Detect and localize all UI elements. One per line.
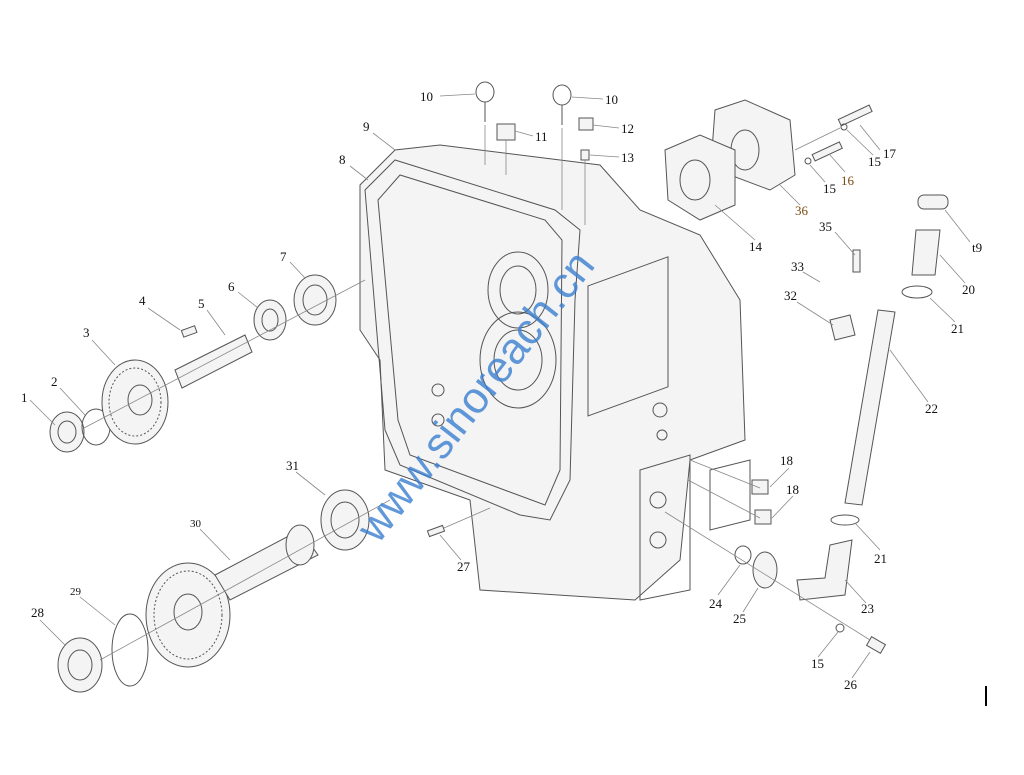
part-label: 23 [861,601,874,616]
part-label: 20 [962,282,975,297]
part-label: 13 [621,150,634,165]
part-label: 1 [21,390,28,405]
part-label: 15 [823,181,836,196]
part-label: 6 [228,279,235,294]
part-label: 32 [784,288,797,303]
text-cursor [985,686,987,706]
lower-shaft-parts [57,489,491,693]
part-label: 10 [605,92,618,107]
part-label: 9 [363,119,370,134]
part-label: 27 [457,559,471,574]
part-label: t9 [972,240,982,255]
part-label: 5 [198,296,205,311]
part-label: 24 [709,596,723,611]
part-label: 10 [420,89,433,104]
part-label: 30 [190,518,202,530]
part-label: 35 [819,219,832,234]
part-label: 15 [868,154,881,169]
part-label: 2 [51,374,58,389]
part-label: 12 [621,121,634,136]
part-label: 17 [883,146,897,161]
upper-shaft-parts [49,274,366,453]
part-label: 16 [841,173,855,188]
part-label: 21 [874,551,887,566]
part-label: 15 [811,656,824,671]
eye-bolts [475,81,594,225]
part-label: 29 [70,586,82,598]
part-label: 18 [786,482,799,497]
pump-assembly [664,99,796,221]
part-label: 21 [951,321,964,336]
part-label: 8 [339,152,346,167]
part-label: 26 [844,677,858,692]
part-label: 18 [780,453,793,468]
part-label: 7 [280,249,287,264]
leader-lines [29,93,971,679]
part-label: 25 [733,611,746,626]
part-label: 11 [535,129,548,144]
part-label: 3 [83,325,90,340]
part-label: 31 [286,458,299,473]
part-label: 28 [31,605,44,620]
part-labels: 1 2 3 4 5 6 7 8 9 10 10 11 12 13 14 15 1… [21,89,982,692]
right-side-parts [664,104,949,655]
part-label: 14 [749,239,763,254]
part-label: 36 [795,203,809,218]
part-label: 22 [925,401,938,416]
part-label: 33 [791,259,804,274]
part-label: 4 [139,293,146,308]
